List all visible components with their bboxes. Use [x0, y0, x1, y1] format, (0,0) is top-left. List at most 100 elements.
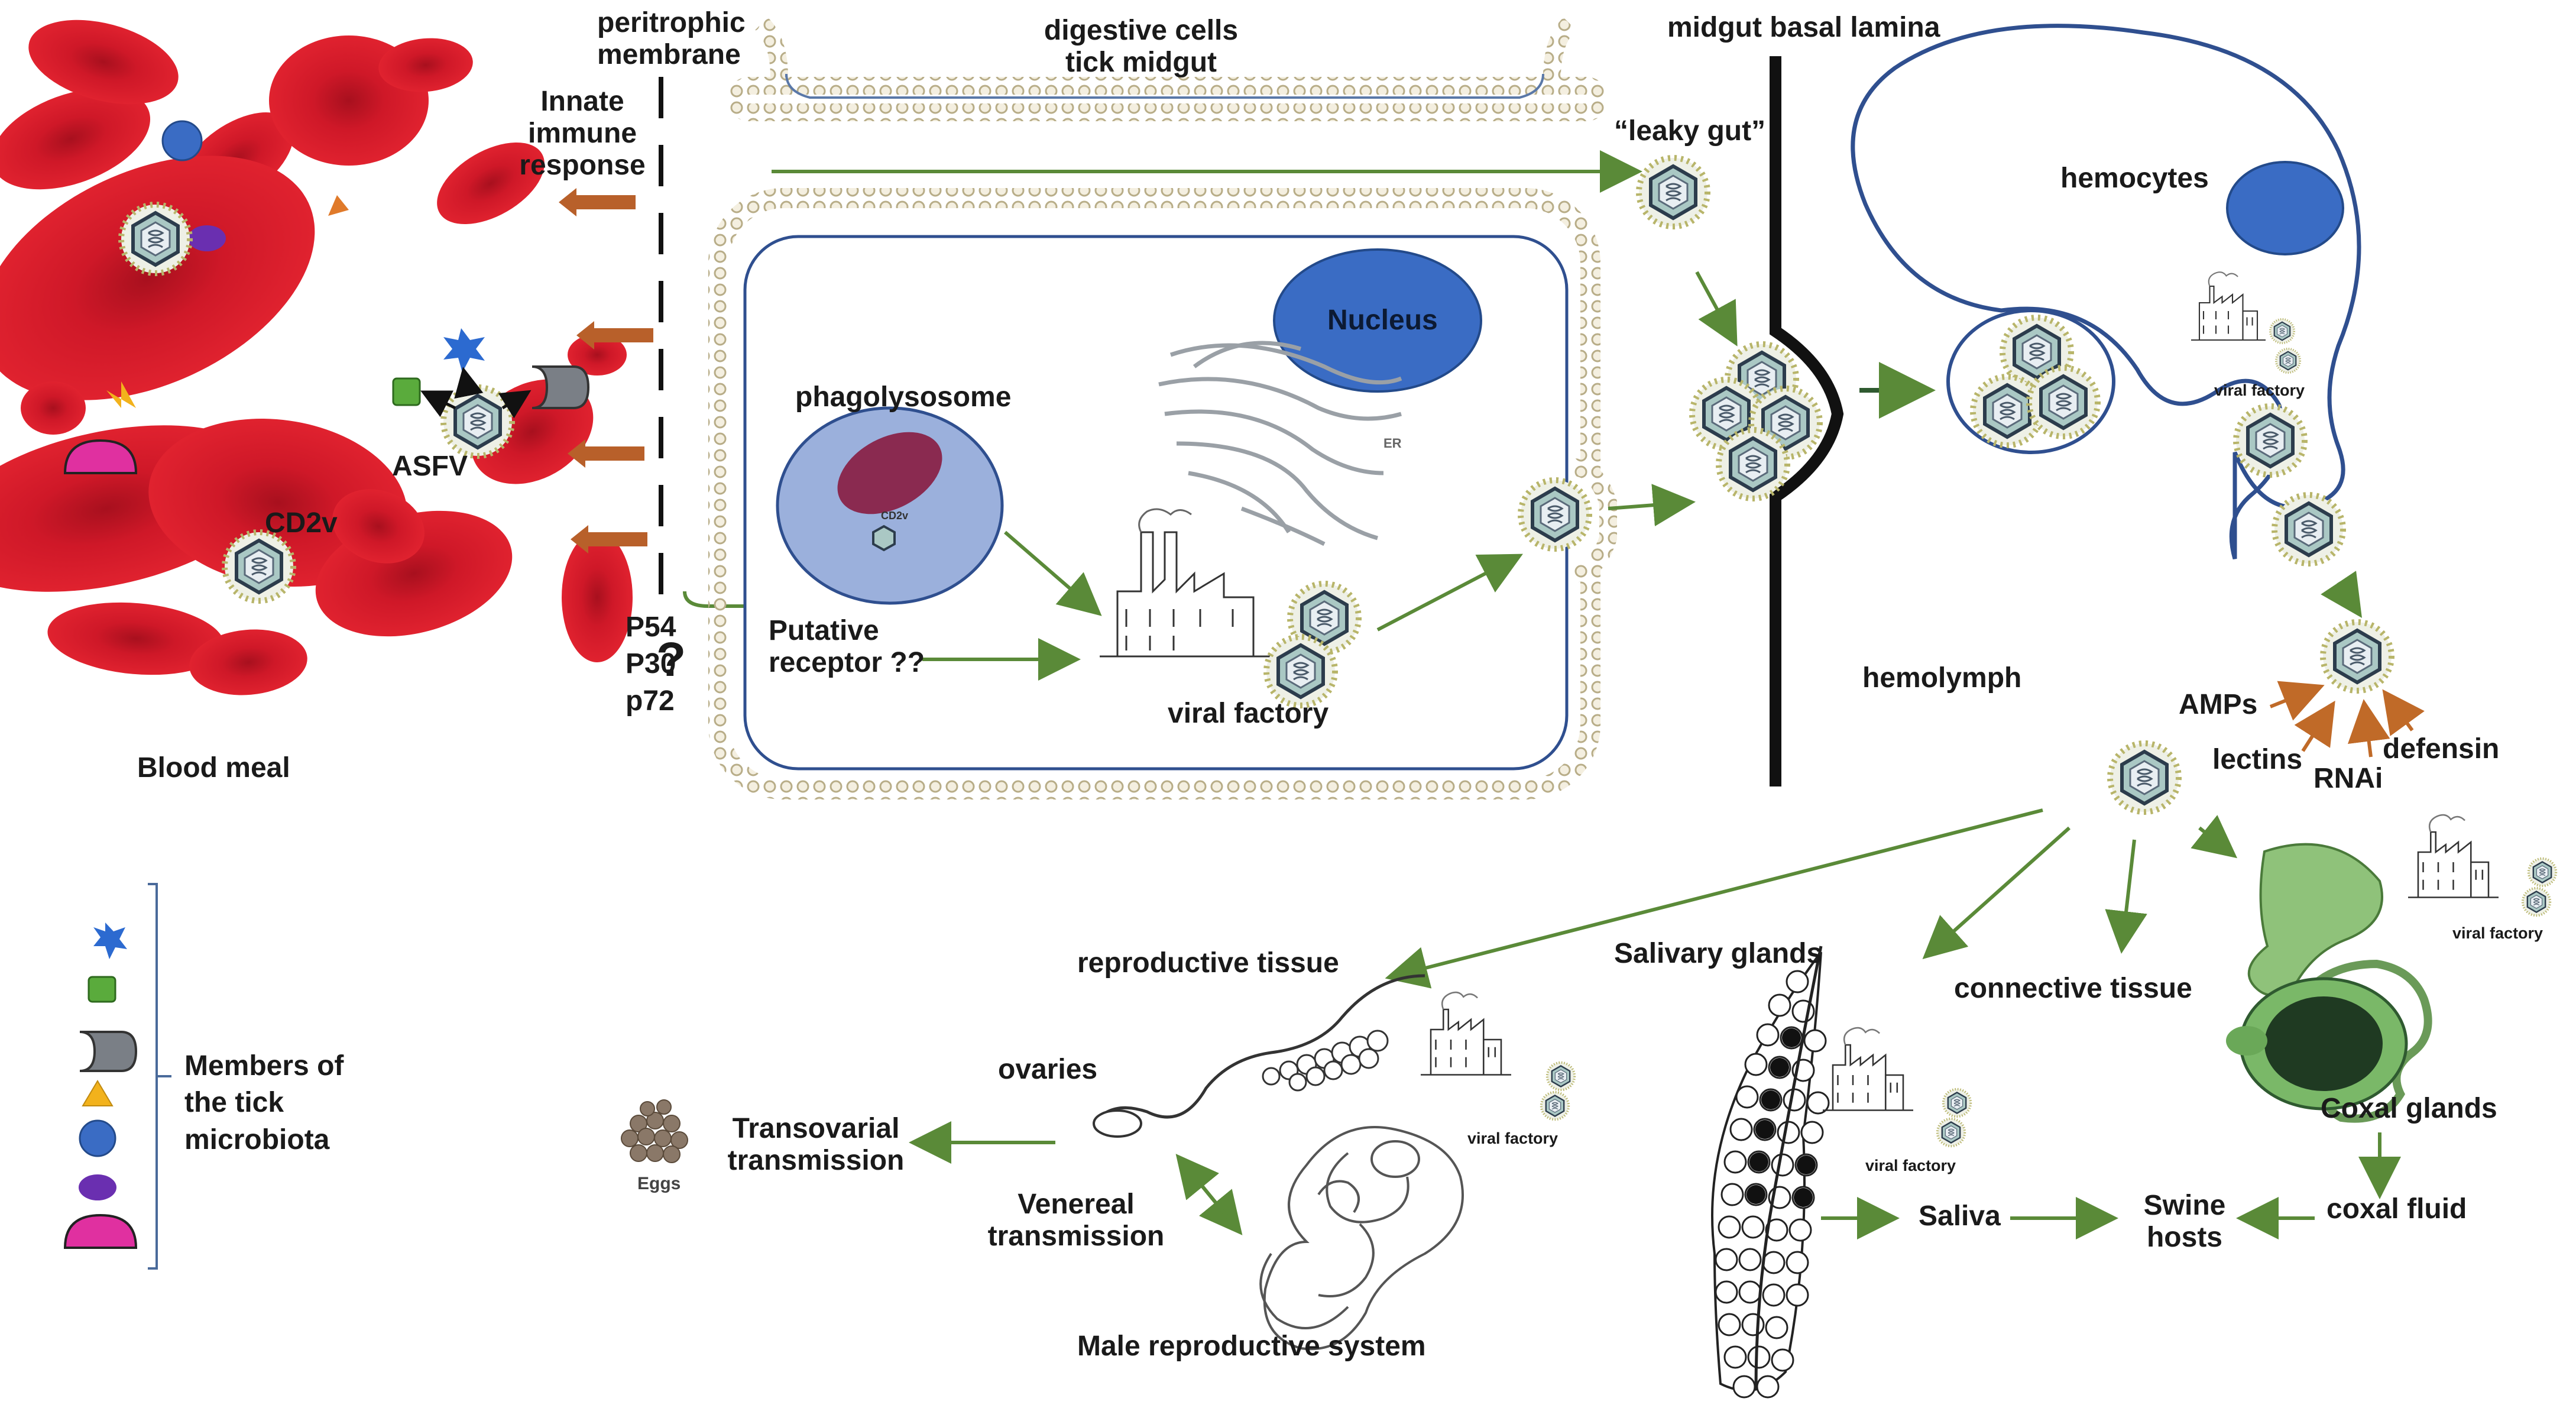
asfv-virion-icon — [1639, 158, 1707, 226]
blue-star-microbe-icon — [93, 923, 127, 959]
asfv-virion-icon — [2274, 347, 2302, 374]
hemolymph-label: hemolymph — [1862, 662, 2022, 694]
midgut-basal-lamina-label: midgut basal lamina — [1667, 12, 1940, 43]
cell-pathway-arrows — [922, 271, 1738, 681]
digested-rbc — [837, 432, 942, 514]
purple-oval-microbe-icon — [188, 225, 226, 251]
viral-factory-icon — [1420, 991, 1512, 1076]
innate-immune-response-label: Innate immune response — [519, 86, 646, 181]
upper-cell-bilayer — [727, 77, 1608, 121]
asfv-virion-icon — [1547, 1063, 1574, 1090]
asfv-virion-icon — [1943, 1089, 1971, 1116]
coxal-glands-label: Coxal glands — [2321, 1093, 2497, 1124]
question-mark: ? — [656, 633, 686, 687]
male-reproductive-system — [1259, 1126, 1464, 1351]
dissemination-arrows — [1385, 808, 2238, 989]
transovarial-transmission-label: Transovarial transmission — [727, 1113, 905, 1176]
nucleus-label: Nucleus — [1327, 305, 1438, 336]
innate-immune-arrows — [559, 188, 653, 554]
hemocyte-nucleus — [2226, 161, 2344, 255]
immune-effector-arrows — [2269, 681, 2425, 758]
asfv-virion-icon — [225, 532, 293, 601]
blood-meal-rbcs — [0, 20, 633, 695]
coxal-gland — [2226, 843, 2432, 1123]
gray-cylinder-microbe-icon — [79, 1031, 138, 1072]
upper-cell-membrane — [754, 17, 1577, 77]
viral-factory-small-label: viral factory — [1467, 1129, 1558, 1147]
rnai-label: RNAi — [2313, 763, 2383, 794]
cd2v-small-label: CD2v — [881, 510, 909, 522]
microbiota-legend-icons — [63, 923, 138, 1249]
asfv-virion-icon — [443, 387, 512, 456]
putative-receptor-label: Putative receptor ?? — [769, 615, 925, 678]
asfv-virion-icon — [2236, 406, 2305, 475]
green-square-microbe-icon — [392, 377, 421, 406]
nucleus — [1273, 248, 1482, 393]
salivary-glands-label: Salivary glands — [1614, 938, 1823, 969]
asfv-virion-icon — [2529, 859, 2556, 886]
viral-factory-label: viral factory — [1168, 698, 1329, 729]
venereal-transmission-label: Venereal transmission — [987, 1189, 1165, 1252]
gray-cylinder-microbe-icon — [532, 365, 590, 409]
orange-triangle-microbe-icon — [328, 195, 349, 216]
asfv-virion-icon — [1541, 1092, 1569, 1119]
asfv-virion-icon — [2323, 622, 2392, 691]
salivary-glands — [1711, 946, 1830, 1399]
viral-factory-icon — [1100, 508, 1271, 658]
phagolysosome-label: phagolysosome — [795, 381, 1012, 413]
viral-factory-icon — [1822, 1027, 1914, 1111]
asfv-virion-icon — [1937, 1119, 1965, 1146]
small-virion-icon — [872, 525, 896, 552]
digestive-cells-label: digestive cells tick midgut — [1044, 15, 1239, 78]
yellow-triangle-microbe-icon — [106, 381, 136, 408]
blue-circle-microbe-icon — [79, 1119, 116, 1157]
viral-factory-icon — [2407, 814, 2500, 898]
viral-factory-small-label: viral factory — [1865, 1157, 1956, 1174]
peritrophic-membrane-label: peritrophic membrane — [597, 7, 746, 70]
eggs-label: Eggs — [637, 1174, 681, 1193]
asfv-virion-icon — [1521, 480, 1589, 549]
ovaries — [1093, 974, 1425, 1138]
defensin-label: defensin — [2383, 733, 2500, 765]
legend-bracket — [148, 883, 158, 1270]
pink-dome-microbe-icon — [63, 439, 138, 474]
hemocytes-label: hemocytes — [2060, 163, 2209, 194]
ovaries-label: ovaries — [998, 1054, 1098, 1085]
green-square-microbe-icon — [88, 976, 116, 1003]
asfv-virion-icon — [121, 205, 190, 273]
leaky-gut-label: “leaky gut” — [1614, 115, 1766, 147]
viral-factory-small-label: viral factory — [2214, 381, 2305, 399]
lectins-label: lectins — [2212, 744, 2303, 775]
transmission-arrows — [909, 1121, 2401, 1239]
asfv-virion-icon — [2523, 888, 2550, 915]
cd2v-label: CD2v — [265, 507, 338, 539]
pink-dome-microbe-icon — [63, 1213, 138, 1249]
saliva-label: Saliva — [1919, 1200, 2001, 1232]
blood-meal-label: Blood meal — [137, 752, 290, 784]
male-reproductive-system-label: Male reproductive system — [1077, 1331, 1426, 1362]
protein-receptor-arrow — [683, 591, 762, 608]
endoplasmic-reticulum — [1158, 341, 1402, 546]
midgut-basal-lamina — [1770, 56, 1844, 786]
asfv-virion-icon — [2274, 495, 2343, 564]
reproductive-tissue-label: reproductive tissue — [1077, 947, 1339, 979]
asfv-virion-icon — [2029, 368, 2098, 436]
asfv-virion-icon — [1719, 430, 1787, 499]
er-label: ER — [1383, 436, 1402, 451]
hemocyte — [1851, 24, 2361, 559]
cd2v-binding-arrows — [420, 367, 532, 419]
asfv-virion-icon — [2269, 318, 2296, 345]
eggs — [621, 1099, 688, 1163]
yellow-triangle-microbe-icon — [82, 1080, 114, 1106]
asfv-virion-icon — [1266, 637, 1335, 705]
asfv-virion-icon — [2110, 743, 2179, 812]
viral-factory-small-label: viral factory — [2452, 924, 2543, 942]
purple-oval-microbe-icon — [79, 1174, 116, 1200]
swine-hosts-label: Swine hosts — [2143, 1190, 2226, 1253]
asfv-label: ASFV — [392, 451, 468, 482]
coxal-fluid-label: coxal fluid — [2326, 1193, 2467, 1225]
blue-star-microbe-icon — [443, 328, 485, 373]
connective-tissue-label: connective tissue — [1954, 973, 2192, 1004]
microbiota-members-label: Members of the tick microbiota — [184, 1050, 344, 1155]
surface-proteins-label: P54 P30 p72 — [626, 611, 676, 717]
